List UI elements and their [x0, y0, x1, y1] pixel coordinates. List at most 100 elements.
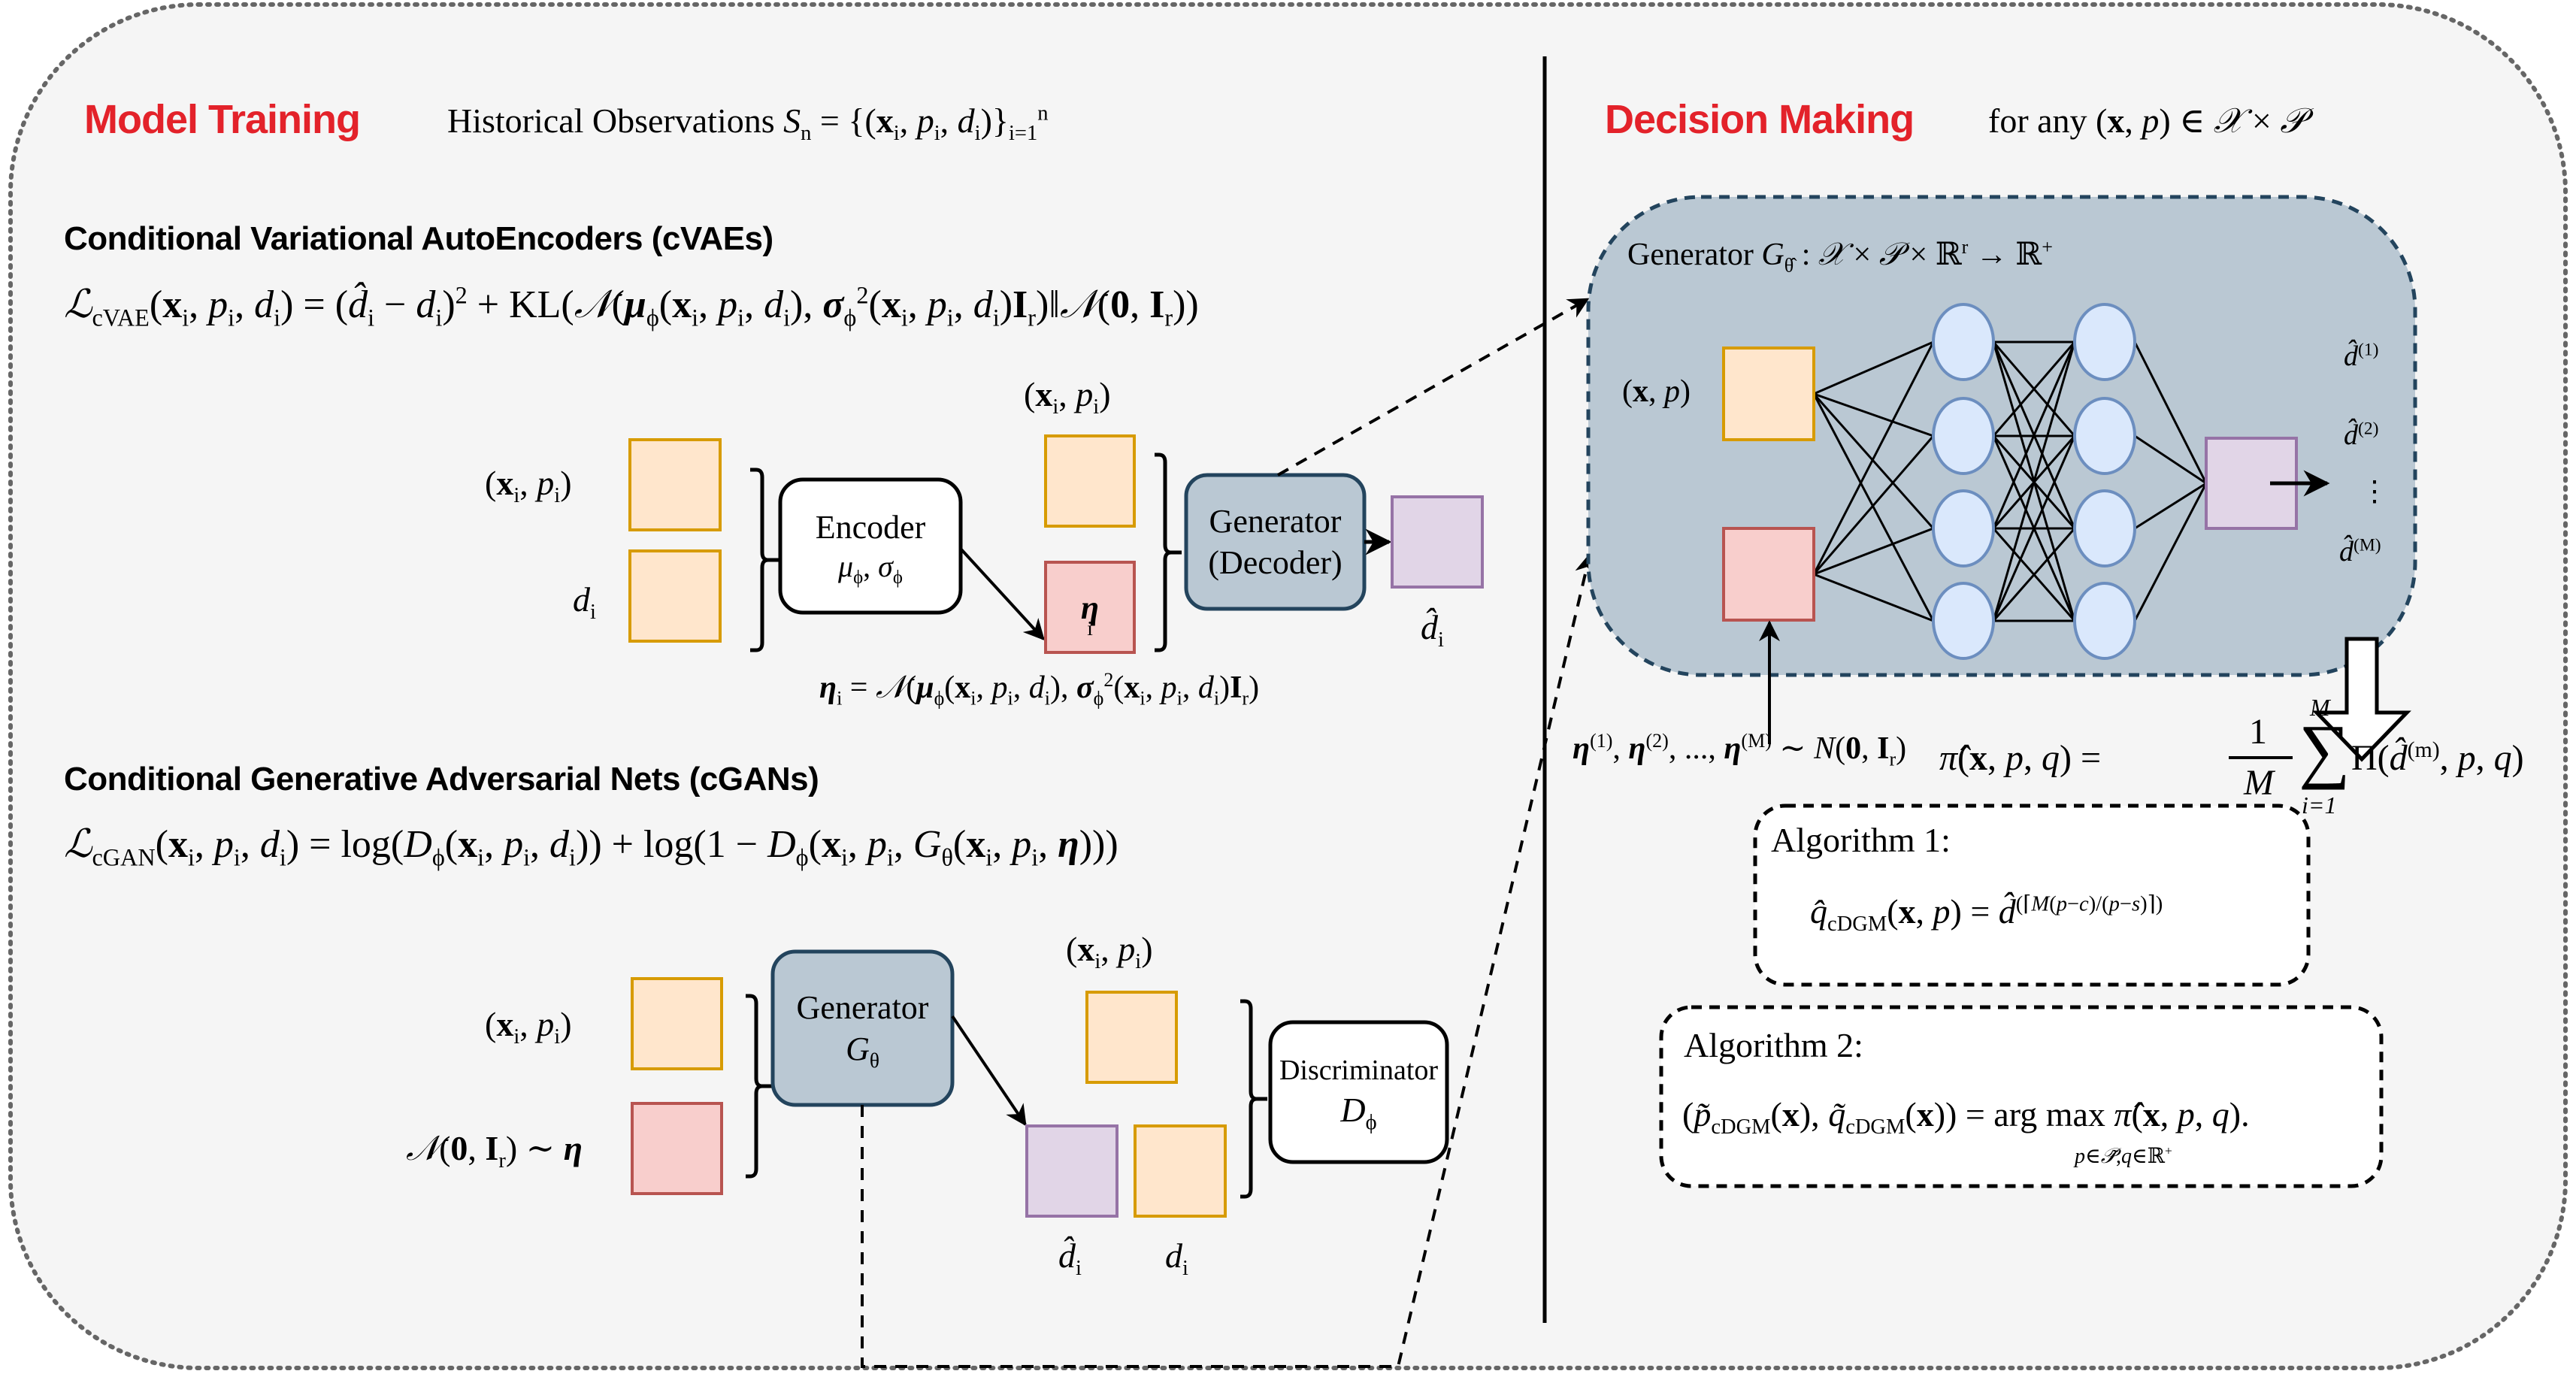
- discriminator-title: Discriminator: [1279, 1054, 1439, 1086]
- cgan-heading: Conditional Generative Adversarial Nets …: [64, 761, 819, 797]
- profit-sum-symbol: ∑: [2299, 710, 2350, 790]
- hidden1-to-hidden2-edge: [1992, 528, 2076, 622]
- discriminator-symbol: Dϕ: [1340, 1091, 1377, 1135]
- input-to-hidden1-edge: [1812, 393, 1935, 622]
- generator-signature: Generator Gθ̂ : 𝒳 × 𝒫 × ℝr → ℝ+: [1627, 236, 2053, 277]
- profit-lhs: π̂(x, p, q) =: [1939, 738, 2102, 778]
- hidden1-to-hidden2-edge: [1992, 341, 2076, 622]
- hidden1-to-hidden2-edge: [1992, 341, 2076, 529]
- hidden2-to-output-edge: [2134, 482, 2207, 530]
- cgan-disc-input-label: (xi, pi): [1066, 930, 1153, 974]
- network-noise-box: [1722, 527, 1815, 622]
- cgan-real-box: [1134, 1124, 1227, 1218]
- encoder-title: Encoder: [815, 509, 926, 546]
- hidden2-to-output-edge: [2133, 483, 2208, 622]
- algorithm2-argmax-subscript: p∈𝒫̃,q∈ℝ+: [2075, 1143, 2172, 1168]
- cvae-heading: Conditional Variational AutoEncoders (cV…: [64, 220, 773, 257]
- observations-text: Historical Observations Sn: [447, 101, 812, 146]
- cvae-encoder-brace: [750, 468, 779, 652]
- cvae-diagram: [628, 434, 1484, 654]
- cgan-input-xp-box: [631, 977, 723, 1070]
- cvae-encoder-box: [778, 477, 963, 615]
- cvae-encoder-label: Encoder μϕ, σϕ: [780, 480, 961, 613]
- algorithm1-box: [1753, 804, 2311, 987]
- profit-term: Π(d̂(m), p, q): [2351, 737, 2524, 778]
- cgan-diagram: [631, 949, 1449, 1218]
- cgan-disc-input-xp-box: [1085, 991, 1178, 1084]
- hidden2-to-output-edge: [2133, 341, 2208, 484]
- cgan-discriminator-box: [1268, 1020, 1449, 1164]
- decision-making-title: Decision Making: [1605, 97, 1915, 142]
- cgan-generator-symbol: Gθ: [846, 1030, 879, 1072]
- neuron-layer2: [2073, 489, 2136, 567]
- algorithm1-title: Algorithm 1:: [1771, 821, 1951, 859]
- sample-label-1: d̂(1): [2344, 340, 2379, 372]
- aggregate-down-arrow: [2312, 637, 2411, 762]
- cvae-decoder-input-label: (xi, pi): [1024, 375, 1111, 419]
- cvae-encoder-to-eta-arrow: [959, 547, 1045, 641]
- cvae-generator-label: Generator (Decoder): [1186, 475, 1364, 609]
- profit-frac-den: M: [2244, 763, 2274, 803]
- cgan-generator-brace: [746, 994, 773, 1179]
- cvae-loss-formula: ℒcVAE(xi, pi, di) = (d̂i − di)2 + KL(𝒩(μ…: [64, 281, 1199, 331]
- profit-sum-upper: M: [2310, 694, 2330, 721]
- generator-title: Generator: [1209, 503, 1342, 540]
- encoder-params: μϕ, σϕ: [838, 549, 903, 588]
- cgan-generator-title: Generator: [796, 989, 929, 1026]
- neuron-layer1: [1932, 582, 1995, 660]
- input-to-hidden1-edge: [1812, 435, 1935, 575]
- cvae-decoder-input-xp-box: [1044, 434, 1136, 528]
- neuron-layer2: [2073, 397, 2136, 475]
- profit-sum-lower: i=1: [2302, 791, 2337, 819]
- cvae-output-label: d̂i: [1421, 608, 1444, 652]
- cgan-fake-box: [1025, 1124, 1118, 1218]
- sample-ellipsis: ⋮: [2360, 476, 2389, 507]
- cgan-generator-label: Generator Gθ: [773, 952, 952, 1105]
- decision-domain-label: for any (x, p) ∈ 𝒳 × 𝒫: [1988, 101, 2305, 140]
- cgan-real-label: di: [1165, 1236, 1188, 1281]
- cgan-noise-label: 𝒩(0, Ir) ∼ η: [406, 1129, 583, 1173]
- cgan-discriminator-brace: [1240, 999, 1267, 1199]
- cgan-loss-formula: ℒcGAN(xi, pi, di) = log(Dϕ(xi, pi, di)) …: [64, 823, 1118, 871]
- trained-generator: [1586, 195, 2417, 762]
- decoder-subtitle: (Decoder): [1208, 544, 1342, 581]
- noise-samples-label: η(1), η(2), ..., η(M) ∼ N(0, Ir): [1573, 730, 1907, 770]
- input-to-hidden1-edge: [1812, 393, 1935, 529]
- hidden1-to-hidden2-edge: [1992, 435, 2076, 622]
- neuron-layer1: [1932, 303, 1995, 381]
- cgan-generator-to-fake-arrow: [951, 1015, 1027, 1127]
- cgan-fake-label: d̂i: [1058, 1236, 1082, 1281]
- cvae-eta-definition: ηi = 𝒩(μϕ(xi, pi, di), σϕ2(xi, pi, di)Ir…: [819, 669, 1260, 710]
- cgan-noise-box: [631, 1102, 723, 1195]
- cvae-eta-box: [1044, 561, 1136, 654]
- algorithm2-title: Algorithm 2:: [1684, 1026, 1863, 1064]
- cvae-input-d-box: [628, 549, 722, 643]
- neuron-layer2: [2073, 303, 2136, 381]
- algorithm1-formula: q̂cDGM(x, p) = d̂(⌈M(p−c)/(p−s)⌉): [1810, 892, 2163, 937]
- input-to-hidden1-edge: [1813, 573, 1934, 622]
- hidden1-to-hidden2-edge: [1992, 341, 2076, 437]
- cvae-input-d-label: di: [573, 580, 596, 625]
- network-input-xp-box: [1722, 347, 1815, 441]
- network-input-label: (x, p): [1622, 374, 1691, 409]
- cgan-discriminator-label: Discriminator Dϕ: [1270, 1022, 1447, 1162]
- cgan-input-xp-label: (xi, pi): [485, 1005, 572, 1049]
- input-to-hidden1-edge: [1813, 527, 1934, 576]
- input-to-hidden1-edge: [1813, 392, 1934, 437]
- cvae-input-xp-box: [628, 438, 722, 531]
- hidden2-to-output-edge: [2134, 434, 2207, 485]
- cvae-to-decision-connector: [1277, 298, 1590, 477]
- cgan-to-decision-connector: [861, 552, 1596, 1368]
- network-edges: [1812, 340, 2208, 622]
- input-to-hidden1-edge: [1812, 341, 1935, 575]
- observations-set: = {(xi, pi, di)}i=1n: [819, 101, 1049, 146]
- algorithm2-box: [1659, 1005, 2384, 1188]
- neuron-layer1: [1932, 397, 1995, 475]
- profit-frac-num: 1: [2249, 712, 2267, 752]
- sample-label-m: d̂(M): [2339, 535, 2381, 567]
- neuron-layer1: [1932, 489, 1995, 567]
- cvae-output-box: [1391, 495, 1484, 589]
- network-neurons: [1932, 303, 2136, 660]
